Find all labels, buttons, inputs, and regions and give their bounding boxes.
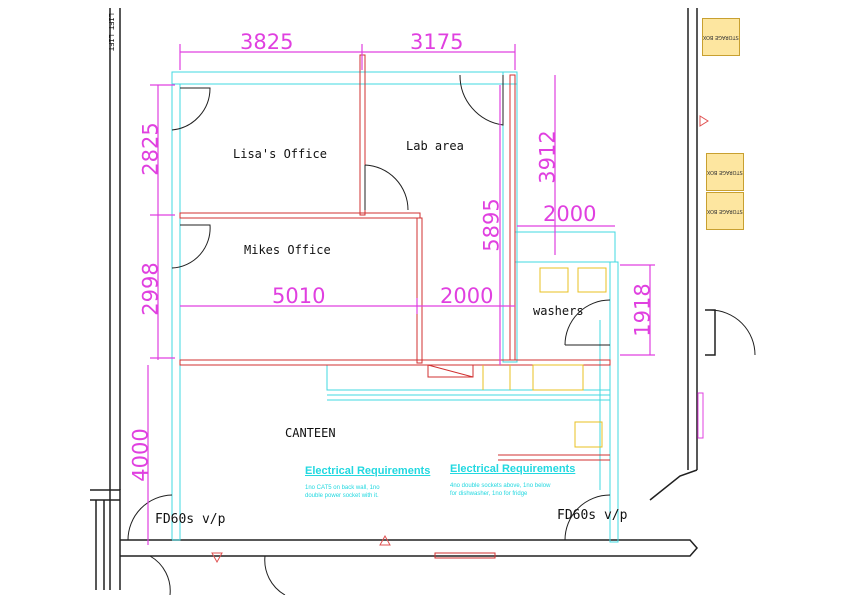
outer-walls xyxy=(90,8,716,590)
storage-box-label: STORAGE BOX xyxy=(707,169,743,175)
electrical-note-right: Electrical Requirements 4no double socke… xyxy=(450,463,575,498)
storage-box: STORAGE BOX xyxy=(702,18,740,56)
dimension-lines xyxy=(147,44,655,545)
electrical-note-left: Electrical Requirements 1no CAT5 on back… xyxy=(305,465,430,500)
fire-door-label-left: FD60s v/p xyxy=(155,512,226,527)
dim-washers-depth: 1918 xyxy=(630,283,655,337)
dim-mikes-width: 5010 xyxy=(272,284,326,308)
storage-box-label: STORAGE BOX xyxy=(707,208,743,214)
storage-box: STORAGE BOX xyxy=(706,153,744,191)
storage-box-label: STORAGE BOX xyxy=(703,34,739,40)
dim-top-right: 3175 xyxy=(410,30,464,54)
fixtures xyxy=(482,267,607,448)
dim-left-bottom: 4000 xyxy=(128,428,153,482)
dim-top-left: 3825 xyxy=(240,30,294,54)
dim-lab-depth: 5895 xyxy=(479,198,504,252)
room-label-canteen: CANTEEN xyxy=(285,426,336,440)
dim-right-width: 2000 xyxy=(543,202,597,226)
room-label-washers: washers xyxy=(533,304,584,318)
markers xyxy=(211,115,709,564)
room-label-mikes-office: Mikes Office xyxy=(244,243,331,257)
dim-mid-width: 2000 xyxy=(440,284,494,308)
dim-left-top: 2825 xyxy=(138,122,163,176)
room-label-lisas-office: Lisa's Office xyxy=(233,147,327,161)
storage-box: STORAGE BOX xyxy=(706,192,744,230)
glazing xyxy=(171,71,619,543)
electrical-note-title: Electrical Requirements xyxy=(305,465,431,477)
lift-label: LIFT LIFT xyxy=(106,13,115,51)
electrical-note-body: 4no double sockets above, 1no below for … xyxy=(450,483,551,497)
door-swings xyxy=(127,74,756,595)
dim-right-depth: 3912 xyxy=(535,130,560,184)
partitions xyxy=(179,54,611,559)
room-label-lab-area: Lab area xyxy=(406,139,464,153)
dim-left-mid: 2998 xyxy=(138,262,163,316)
fire-door-label-right: FD60s v/p xyxy=(557,508,628,523)
electrical-note-title: Electrical Requirements xyxy=(450,463,576,475)
electrical-note-body: 1no CAT5 on back wall, 1no double power … xyxy=(305,485,380,499)
